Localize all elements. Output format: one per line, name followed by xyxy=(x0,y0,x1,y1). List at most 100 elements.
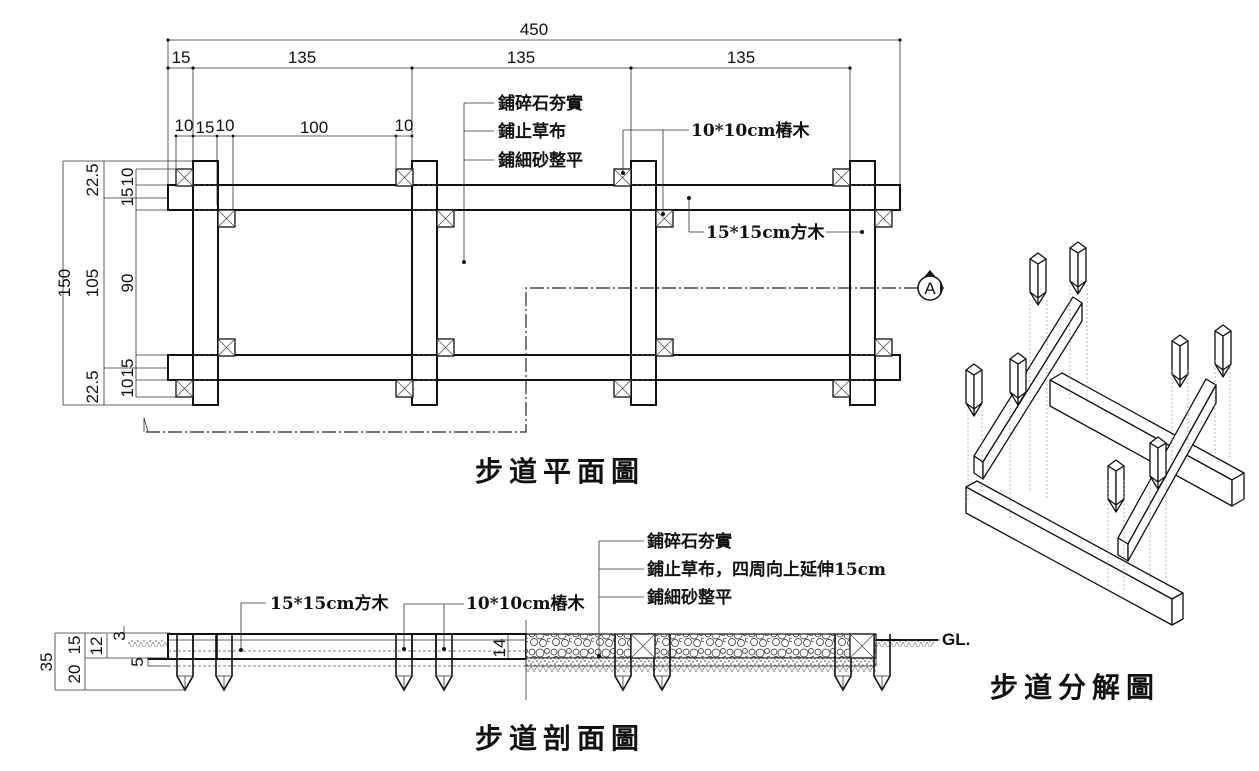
sand-layer xyxy=(525,657,877,667)
dim-width: 22.5 xyxy=(83,163,102,196)
section-stake xyxy=(614,634,632,692)
stake-10x10 xyxy=(436,338,455,357)
dim-detail: 15 xyxy=(196,118,215,137)
stake-10x10 xyxy=(175,379,194,398)
stake-10x10 xyxy=(217,338,236,357)
dim-width: 105 xyxy=(83,269,102,297)
cross-member xyxy=(849,160,876,406)
section-cut-right xyxy=(525,620,938,700)
plan-left-dimensions: 150 22.5 105 22.5 10 15 90 15 10 xyxy=(55,160,193,406)
compacted-soil xyxy=(526,666,876,672)
section-cut-line: A xyxy=(143,270,944,433)
section-post xyxy=(192,633,218,660)
dim-section-part: 20 xyxy=(65,665,84,684)
cross-member xyxy=(630,160,657,406)
ground-level-label: GL. xyxy=(942,630,970,649)
stake-10x10 xyxy=(874,338,893,357)
stake-10x10 xyxy=(832,168,851,187)
iso-stake xyxy=(1009,352,1027,406)
beam-bottom xyxy=(167,354,901,381)
iso-stake xyxy=(1214,324,1232,378)
stake-10x10 xyxy=(655,209,674,228)
section-post-cut xyxy=(630,633,656,659)
dim-detail: 10 xyxy=(216,116,235,135)
plan-notes: 鋪碎石夯實 鋪止草布 鋪細砂整平 10*10cm樁木 15*15cm方木 xyxy=(462,93,864,264)
stake-10x10 xyxy=(175,168,194,187)
iso-beam-bottom-front xyxy=(965,480,1184,626)
note-section-beam: 15*15cm方木 xyxy=(270,593,390,614)
plan-view-title: 步道平面圖 xyxy=(475,455,645,488)
section-view-title: 步道剖面圖 xyxy=(475,722,645,755)
dim-width: 10 xyxy=(118,168,137,187)
section-stake xyxy=(834,634,852,692)
dim-width: 10 xyxy=(118,379,137,398)
section-view: 35 15 20 12 3 5 14 xyxy=(37,531,970,755)
note-section-gravel: 鋪碎石夯實 xyxy=(647,531,732,552)
ground-hatch xyxy=(128,640,168,647)
note-gravel-layer: 鋪碎石夯實 xyxy=(498,93,583,114)
dim-width: 15 xyxy=(118,188,137,207)
beam-top xyxy=(167,184,901,211)
dim-width: 90 xyxy=(118,274,137,293)
iso-beam-bottom-back xyxy=(1049,372,1245,507)
stake-10x10 xyxy=(832,379,851,398)
plan-stakes xyxy=(175,168,893,398)
dim-overall-width: 150 xyxy=(55,269,74,297)
iso-crossbeam-left xyxy=(973,296,1083,480)
section-post xyxy=(411,633,437,660)
dim-segment: 135 xyxy=(727,48,755,67)
dim-section-inner: 12 xyxy=(87,637,106,656)
dim-section-inner: 3 xyxy=(110,631,129,640)
stake-10x10 xyxy=(655,338,674,357)
section-notes: 15*15cm方木 10*10cm樁木 鋪碎石夯實 鋪止草布，四周向上延伸15c… xyxy=(239,531,970,658)
plan-top-dimensions: 450 15 135 135 135 10 15 10 100 10 xyxy=(166,20,902,225)
note-section-sand: 鋪細砂整平 xyxy=(647,587,732,608)
dim-section-part: 15 xyxy=(65,636,84,655)
note-section-fabric: 鋪止草布，四周向上延伸15cm xyxy=(647,559,886,580)
section-stakes xyxy=(176,633,891,692)
note-stake: 10*10cm樁木 xyxy=(691,120,811,141)
iso-stake xyxy=(1149,436,1167,490)
iso-guide-lines xyxy=(967,285,1231,590)
dim-width: 22.5 xyxy=(83,370,102,403)
plan-view: 450 15 135 135 135 10 15 10 100 10 xyxy=(55,20,944,488)
section-stake xyxy=(215,634,233,692)
dim-segment: 135 xyxy=(288,48,316,67)
plan-cross-members xyxy=(192,160,876,406)
dim-detail: 100 xyxy=(300,118,328,137)
dim-section-inner: 5 xyxy=(128,657,147,666)
stake-10x10 xyxy=(395,168,414,187)
stake-10x10 xyxy=(217,209,236,228)
dim-detail: 10 xyxy=(175,116,194,135)
stake-10x10 xyxy=(395,379,414,398)
dim-fill-depth: 14 xyxy=(490,639,509,658)
dim-detail: 10 xyxy=(395,116,414,135)
gravel-layer xyxy=(525,633,877,659)
section-marker-label: A xyxy=(924,279,936,298)
iso-stake xyxy=(1029,252,1047,306)
exploded-view-title: 步道分解圖 xyxy=(990,671,1160,704)
section-stake xyxy=(653,634,671,692)
dim-segment: 135 xyxy=(507,48,535,67)
section-stake xyxy=(395,634,413,692)
note-beam: 15*15cm方木 xyxy=(706,222,826,243)
ground-hatch-right xyxy=(874,640,934,647)
cross-member xyxy=(192,160,219,406)
dim-width: 15 xyxy=(118,359,137,378)
iso-stake xyxy=(1107,459,1125,513)
stake-10x10 xyxy=(874,209,893,228)
iso-stakes xyxy=(965,241,1232,513)
stake-10x10 xyxy=(436,209,455,228)
section-elevation-left xyxy=(148,633,527,667)
section-post-cut xyxy=(849,633,875,659)
plan-beams xyxy=(167,184,901,381)
stake-10x10 xyxy=(613,379,632,398)
note-weed-fabric: 鋪止草布 xyxy=(498,121,566,142)
dim-segment: 15 xyxy=(172,48,191,67)
section-stake xyxy=(435,634,453,692)
section-stake xyxy=(873,634,891,692)
stake-10x10 xyxy=(613,168,632,187)
note-section-stake: 10*10cm樁木 xyxy=(466,593,586,614)
iso-stake xyxy=(1069,241,1087,295)
